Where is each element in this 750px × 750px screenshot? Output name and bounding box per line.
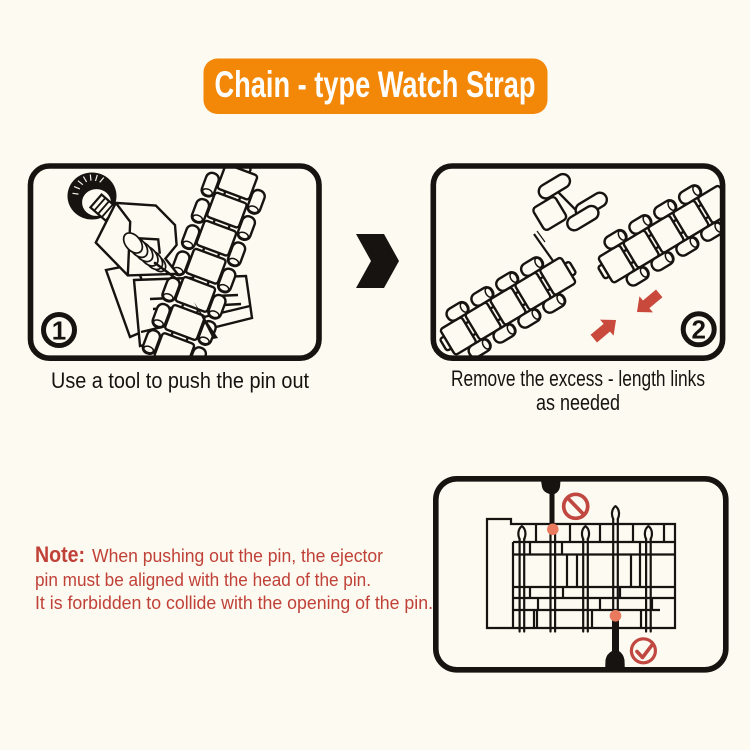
svg-text:as needed: as needed	[536, 390, 620, 415]
svg-text:Use a tool to push the pin out: Use a tool to push the pin out	[51, 368, 309, 393]
svg-text:2: 2	[691, 315, 705, 345]
svg-text:When pushing out the pin, the: When pushing out the pin, the ejector	[92, 545, 383, 566]
svg-text:It is forbidden to collide wit: It is forbidden to collide with the open…	[35, 592, 433, 613]
svg-text:Note:: Note:	[35, 542, 85, 567]
svg-text:pin must be aligned with the h: pin must be aligned with the head of the…	[35, 569, 371, 590]
svg-text:Chain - type Watch Strap: Chain - type Watch Strap	[215, 64, 536, 105]
svg-text:Remove the excess - length lin: Remove the excess - length links	[451, 366, 705, 391]
svg-text:1: 1	[52, 316, 66, 346]
